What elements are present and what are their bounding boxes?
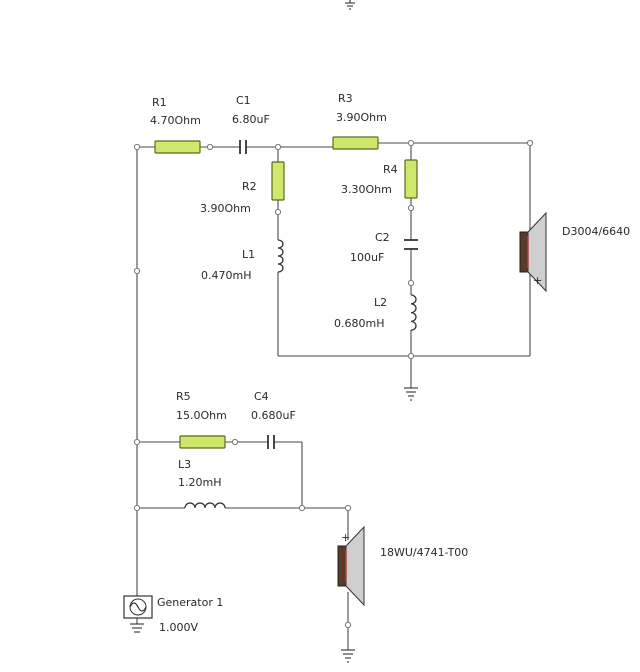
generator-name-label: Generator 1: [157, 596, 223, 609]
c1-ref-label: C1: [236, 94, 251, 107]
tweeter-polarity-label: +: [533, 274, 542, 287]
r4-ref-label: R4: [383, 163, 398, 176]
tweeter-model-label: D3004/6640: [562, 225, 630, 238]
c4-ref-label: C4: [254, 390, 269, 403]
l2-value-label: 0.680mH: [334, 317, 384, 330]
junction-nodes: [133, 139, 534, 629]
tweeter-speaker[interactable]: [519, 211, 547, 293]
c4-value-label: 0.680uF: [251, 409, 296, 422]
ground-symbol-mid: [404, 387, 418, 401]
resistor-r4[interactable]: [404, 159, 418, 199]
ground-symbol-generator: [130, 623, 144, 633]
ground-symbol-bottom: [341, 649, 355, 663]
resistor-r2[interactable]: [271, 161, 285, 201]
l1-value-label: 0.470mH: [201, 269, 251, 282]
wires: [136, 142, 531, 650]
inductor-l2[interactable]: [410, 294, 417, 331]
r3-value-label: 3.90Ohm: [336, 111, 387, 124]
woofer-model-label: 18WU/4741-T00: [380, 546, 468, 559]
woofer-speaker[interactable]: [337, 525, 365, 607]
r2-ref-label: R2: [242, 180, 257, 193]
capacitor-c1[interactable]: [239, 140, 247, 154]
capacitor-c4[interactable]: [267, 435, 275, 449]
r4-value-label: 3.30Ohm: [341, 183, 392, 196]
r5-ref-label: R5: [176, 390, 191, 403]
resistor-r3[interactable]: [332, 136, 379, 150]
l1-ref-label: L1: [242, 248, 255, 261]
woofer-polarity-label: +: [341, 531, 350, 544]
c1-value-label: 6.80uF: [232, 113, 270, 126]
inductor-l3[interactable]: [184, 502, 226, 509]
r1-ref-label: R1: [152, 96, 167, 109]
r2-value-label: 3.90Ohm: [200, 202, 251, 215]
l2-ref-label: L2: [374, 296, 387, 309]
l3-ref-label: L3: [178, 458, 191, 471]
r3-ref-label: R3: [338, 92, 353, 105]
capacitor-c2[interactable]: [404, 239, 418, 250]
r5-value-label: 15.0Ohm: [176, 409, 227, 422]
resistor-r1[interactable]: [154, 140, 201, 154]
resistor-r5[interactable]: [179, 435, 226, 449]
generator-source[interactable]: [123, 595, 153, 619]
c2-value-label: 100uF: [350, 251, 384, 264]
c2-ref-label: C2: [375, 231, 390, 244]
r1-value-label: 4.70Ohm: [150, 114, 201, 127]
l3-value-label: 1.20mH: [178, 476, 221, 489]
generator-value-label: 1.000V: [159, 621, 198, 634]
inductor-l1[interactable]: [277, 239, 284, 273]
ground-symbol-top: [345, 0, 355, 10]
